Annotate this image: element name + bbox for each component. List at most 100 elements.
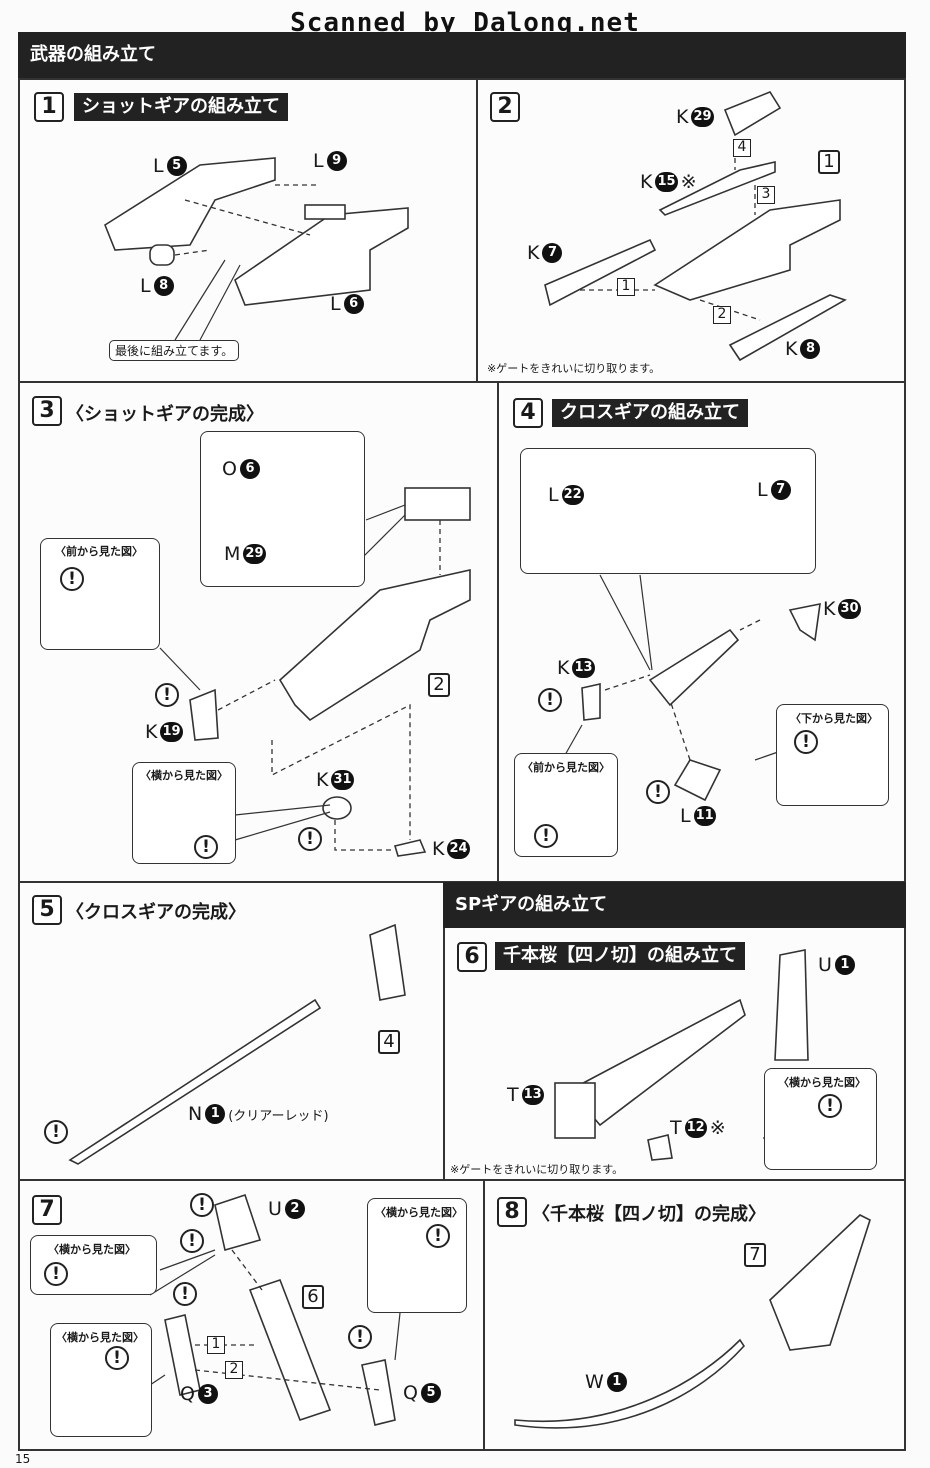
part-letter: L: [153, 155, 164, 177]
ref-step-2: 2: [428, 673, 450, 697]
step-1-title: ショットギアの組み立て: [74, 93, 288, 121]
warning-icon: !: [105, 1346, 129, 1370]
sword-body: [568, 998, 746, 1127]
part-number: 7: [542, 243, 563, 263]
part-number: 1: [834, 955, 855, 975]
part-letter: M: [224, 543, 241, 565]
bottom-view-box: [776, 704, 889, 806]
ref-step-4: 4: [378, 1030, 400, 1054]
part-k19: [189, 688, 219, 741]
order-2: 2: [713, 306, 731, 324]
warning-icon: !: [534, 824, 558, 848]
part-number: 31: [331, 770, 354, 790]
order-4: 4: [733, 139, 751, 157]
part-letter: K: [823, 598, 836, 620]
part-number: 15: [655, 172, 678, 192]
section-title: 武器の組み立て: [18, 32, 906, 78]
side-view-label: 〈横から見た図〉: [140, 769, 228, 782]
part-t12: [647, 1134, 673, 1161]
warning-icon: !: [60, 567, 84, 591]
part-letter: K: [527, 242, 540, 264]
warning-icon: !: [180, 1229, 204, 1253]
sp-section-title: SPギアの組み立て: [443, 882, 906, 928]
cross-gear-assembly: [648, 628, 740, 707]
part-letter: K: [640, 171, 653, 193]
warning-icon: !: [155, 683, 179, 707]
part-sight: [404, 487, 471, 521]
part-letter: T: [670, 1117, 682, 1139]
step-8-title: 〈千本桜【四ノ切】の完成〉: [532, 1204, 766, 1225]
part-letter: K: [316, 769, 329, 791]
order-1: 1: [207, 1336, 225, 1354]
part-letter: N: [188, 1103, 203, 1125]
detail-box: [520, 448, 816, 574]
part-letter: L: [313, 150, 324, 172]
part-letter: K: [432, 838, 445, 860]
detail-box: [200, 431, 365, 587]
ref-step-1: 1: [818, 150, 840, 174]
part-letter: L: [140, 275, 151, 297]
gate-note-mark: ※: [680, 171, 697, 193]
part-u1: [774, 949, 809, 1061]
step-2-panel: [476, 78, 906, 383]
step-2-number: 2: [490, 92, 520, 122]
part-number: 8: [800, 339, 821, 359]
side-view-box: [132, 762, 236, 864]
side-view-box: [50, 1323, 152, 1437]
part-k31: [322, 796, 352, 820]
part-number: 30: [838, 599, 861, 619]
part-number: 2: [284, 1199, 305, 1219]
warning-icon: !: [538, 688, 562, 712]
part-letter: T: [507, 1084, 519, 1106]
part-number: 12: [684, 1118, 707, 1138]
side-view-label: 〈横から見た図〉: [778, 1076, 866, 1089]
completed-sword: [769, 1214, 871, 1351]
part-number: 1: [205, 1104, 226, 1124]
bottom-view-label: 〈下から見た図〉: [790, 712, 878, 725]
part-l5-frame: [104, 157, 276, 251]
part-number: 8: [153, 276, 174, 296]
assemble-last-note: 最後に組み立てます。: [109, 340, 240, 361]
step-4-number: 4: [513, 398, 543, 428]
part-number: 19: [160, 722, 183, 742]
part-number: 9: [326, 151, 347, 171]
part-k29: [723, 91, 782, 137]
part-letter: U: [268, 1198, 282, 1220]
warning-icon: !: [646, 780, 670, 804]
side-view-box: [367, 1198, 467, 1313]
part-u2: [214, 1193, 262, 1252]
warning-icon: !: [190, 1193, 214, 1217]
part-k30: [788, 602, 821, 642]
part-l9: [304, 204, 346, 220]
part-k24: [393, 839, 427, 857]
part-l6-frame: [234, 207, 409, 306]
order-2: 2: [225, 1361, 243, 1379]
part-number: 6: [343, 294, 364, 314]
part-letter: K: [676, 106, 689, 128]
part-number: 13: [572, 658, 595, 678]
part-number: 1: [606, 1372, 627, 1392]
step-5-title: 〈クロスギアの完成〉: [66, 902, 246, 923]
step-6-number: 6: [457, 942, 487, 972]
part-number: 3: [197, 1384, 218, 1404]
warning-icon: !: [173, 1282, 197, 1306]
step-7-number: 7: [32, 1195, 62, 1225]
part-q5: [361, 1359, 396, 1426]
warning-icon: !: [298, 827, 322, 851]
warning-icon: !: [44, 1120, 68, 1144]
part-letter: Q: [403, 1382, 418, 1404]
step-6-title: 千本桜【四ノ切】の組み立て: [495, 942, 745, 970]
side-view-label: 〈横から見た図〉: [48, 1243, 136, 1256]
front-view-label: 〈前から見た図〉: [55, 545, 143, 558]
part-number: 7: [770, 480, 791, 500]
